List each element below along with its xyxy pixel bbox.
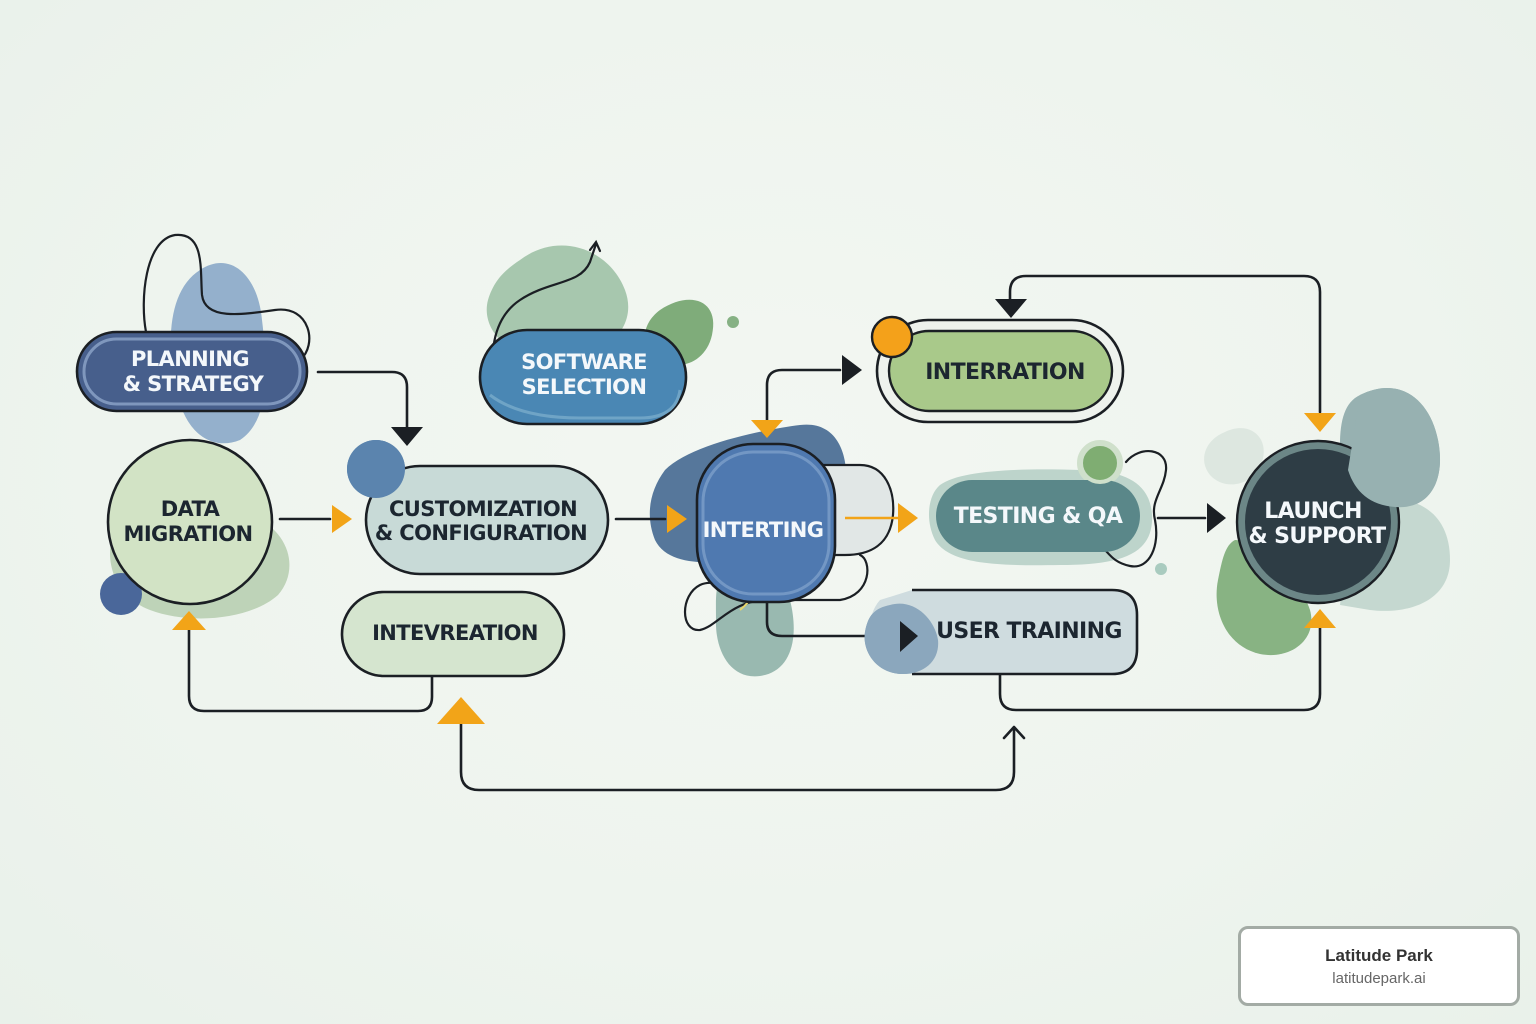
node-label: & CONFIGURATION	[375, 521, 587, 545]
dot-testing-bottom	[1155, 563, 1167, 575]
arrowhead-right-black	[1207, 503, 1226, 533]
edge-bottom-long-loop	[459, 720, 1016, 792]
edge-interting-user-training	[765, 598, 900, 638]
node-label: LAUNCH	[1264, 499, 1362, 524]
node-label: USER TRAINING	[936, 619, 1122, 644]
node-label: SOFTWARE	[521, 350, 647, 374]
loop-testing	[1103, 450, 1168, 568]
arrowhead-right-black	[842, 355, 862, 385]
edge-launch-interration	[1008, 274, 1322, 414]
arrowhead-up-orange	[172, 611, 206, 630]
node-label: TESTING & QA	[954, 504, 1123, 529]
node-label: PLANNING	[131, 347, 249, 371]
blob-interting-right	[818, 463, 895, 557]
node-label: & SUPPORT	[1248, 524, 1386, 549]
node-planning-strategy[interactable]: PLANNING & STRATEGY	[75, 330, 309, 413]
status-dot-green	[1079, 442, 1121, 484]
watermark-url[interactable]: latitudepark.ai	[1332, 969, 1426, 987]
arrowhead-right-orange	[332, 505, 352, 533]
edge-user-training-launch	[998, 626, 1322, 712]
loop-interting-below	[684, 553, 869, 632]
arrowhead-down-orange	[751, 420, 783, 438]
edge-planning-customization	[316, 370, 409, 430]
watermark-badge: Latitude Park latitudepark.ai	[1238, 926, 1520, 1006]
node-intevreation[interactable]: INTEVREATION	[340, 590, 566, 678]
node-label: INTERRATION	[925, 360, 1085, 385]
blob-launch-overlay	[1348, 387, 1441, 508]
status-dot-blue	[347, 440, 405, 498]
arrowhead-up-orange	[437, 697, 485, 724]
node-label: CUSTOMIZATION	[389, 497, 577, 521]
edge-interting-interration	[765, 368, 842, 422]
node-interration[interactable]: INTERRATION	[870, 315, 1125, 424]
watermark-title: Latitude Park	[1325, 945, 1433, 965]
node-label: DATA	[161, 497, 221, 521]
node-label: INTERTING	[703, 518, 824, 542]
node-interting[interactable]: INTERTING	[695, 442, 837, 604]
status-dot-orange	[870, 315, 914, 359]
blob-launch-light	[1204, 428, 1264, 485]
arrowhead-down-black	[391, 427, 423, 446]
node-label: INTEVREATION	[372, 621, 538, 645]
node-testing-qa[interactable]: TESTING & QA	[936, 480, 1140, 552]
arrowhead-down-orange	[1304, 413, 1336, 432]
edge-intevreation-migration	[187, 628, 434, 713]
node-data-migration[interactable]: DATA MIGRATION	[106, 438, 274, 606]
node-label: MIGRATION	[124, 522, 253, 546]
node-label: & STRATEGY	[123, 372, 265, 396]
dot-software	[727, 316, 739, 328]
arrowhead-right-black	[900, 621, 918, 652]
dot-migration	[100, 573, 142, 615]
arrowhead-up-orange	[1304, 609, 1336, 628]
node-customization-configuration[interactable]: CUSTOMIZATION & CONFIGURATION	[364, 464, 610, 576]
arrowhead-right-orange	[898, 503, 918, 533]
node-user-training[interactable]: USER TRAINING	[864, 588, 1139, 676]
blob-launch-bottomleft	[1216, 540, 1312, 656]
arrowhead-right-orange	[667, 505, 687, 533]
node-label: SELECTION	[522, 375, 647, 399]
arrowhead-down-black	[995, 299, 1027, 318]
loop-software-arrowhead-top	[588, 239, 602, 253]
arrowhead-up-open	[1002, 725, 1026, 740]
node-software-selection[interactable]: SOFTWARE SELECTION	[478, 328, 688, 426]
